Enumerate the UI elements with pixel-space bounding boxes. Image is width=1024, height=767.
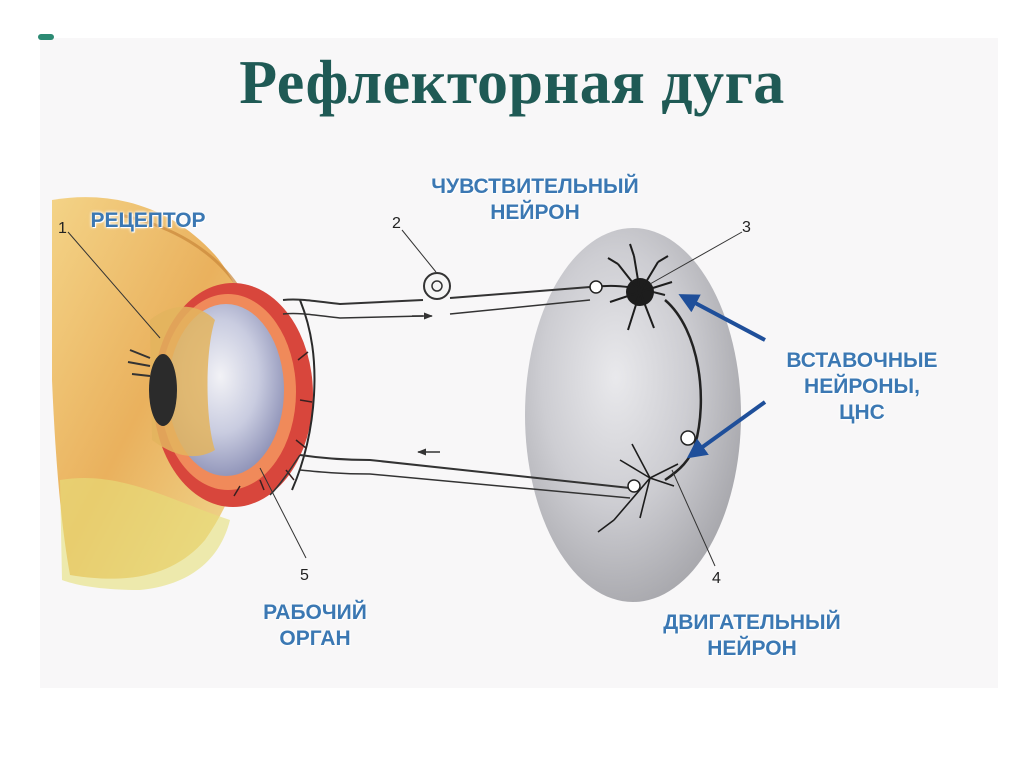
motor-nerve [269,448,631,499]
label-sensory-neuron-line2: НЕЙРОН [490,201,580,224]
interneuron-arrow-upper [678,294,766,342]
interneuron-path [589,280,703,493]
label-sensory-neuron: ЧУВСТВИТЕЛЬНЫЙ НЕЙРОН [400,174,670,226]
label-motor-neuron-line2: НЕЙРОН [707,637,797,660]
label-sensory-neuron-line1: ЧУВСТВИТЕЛЬНЫЙ [431,175,639,198]
label-interneurons-line3: ЦНС [839,401,885,424]
number-3: 3 [742,219,751,236]
label-working-organ: РАБОЧИЙ ОРГАН [240,600,390,652]
label-receptor-text: РЕЦЕПТОР [90,209,206,232]
label-motor-neuron-line1: ДВИГАТЕЛЬНЫЙ [663,611,841,634]
number-4: 4 [712,570,721,587]
neuron-body-3 [607,243,673,331]
slide-accent [38,34,54,40]
interneuron-arrow-lower [686,400,767,459]
label-working-organ-line2: ОРГАН [279,627,351,650]
number-1: 1 [58,220,67,237]
label-receptor: РЕЦЕПТОР [76,208,220,234]
label-working-organ-line1: РАБОЧИЙ [263,601,367,624]
sensory-nerve [282,286,591,320]
cns-body [525,228,741,602]
eye-front [127,306,215,457]
number-2: 2 [392,215,401,232]
label-interneurons: ВСТАВОЧНЫЕ НЕЙРОНЫ, ЦНС [762,348,962,426]
number-5: 5 [300,567,309,584]
neuron-body-4 [597,443,679,533]
slide-title: Рефлекторная дуга [239,49,785,117]
label-motor-neuron: ДВИГАТЕЛЬНЫЙ НЕЙРОН [622,610,882,662]
leader-lines [67,229,743,567]
label-interneurons-line1: ВСТАВОЧНЫЕ [786,349,938,372]
sensory-ganglion [423,272,451,300]
label-interneurons-line2: НЕЙРОНЫ, [804,375,920,398]
